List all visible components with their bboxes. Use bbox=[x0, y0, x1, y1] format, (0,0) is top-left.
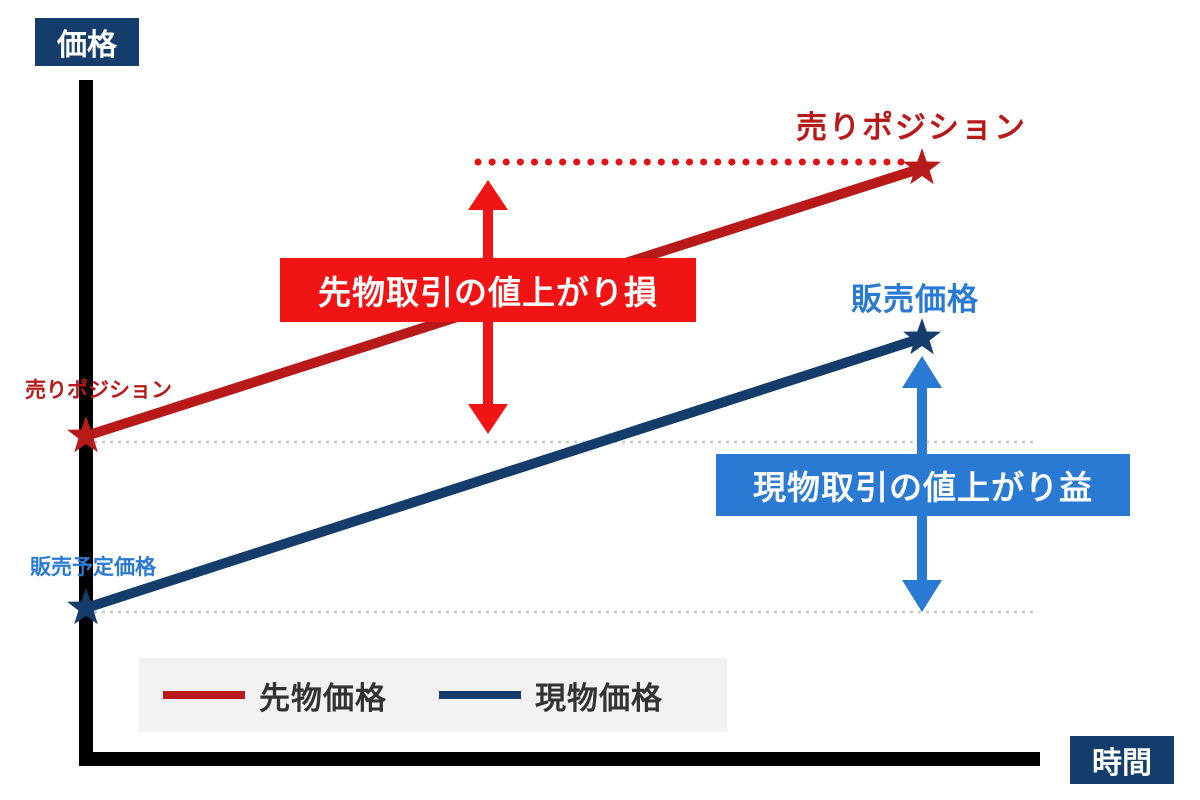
star-icon bbox=[903, 148, 941, 185]
sale-price-end-label: 販売価格 bbox=[851, 282, 979, 318]
legend-item-spot: 現物価格 bbox=[439, 658, 663, 732]
star-icon bbox=[67, 588, 105, 625]
futures-loss-callout: 先物取引の値上がり損 bbox=[280, 258, 696, 322]
legend-swatch-spot bbox=[439, 691, 521, 699]
legend-label-futures: 先物価格 bbox=[259, 680, 387, 717]
star-icon bbox=[67, 416, 105, 453]
spot-gain-callout: 現物取引の値上がり益 bbox=[716, 454, 1130, 516]
legend-label-spot: 現物価格 bbox=[535, 680, 663, 717]
legend-swatch-futures bbox=[163, 691, 245, 699]
spot-price-line bbox=[81, 333, 927, 613]
sell-position-start-label: 売りポジション bbox=[25, 378, 172, 402]
y-axis-label: 価格 bbox=[35, 18, 139, 66]
legend-item-futures: 先物価格 bbox=[163, 658, 387, 732]
star-icon bbox=[903, 318, 941, 355]
x-axis-label: 時間 bbox=[1070, 736, 1174, 784]
sell-position-end-label: 売りポジション bbox=[796, 110, 1027, 146]
planned-sale-price-label: 販売予定価格 bbox=[30, 555, 156, 579]
legend: 先物価格 現物価格 bbox=[139, 658, 727, 732]
